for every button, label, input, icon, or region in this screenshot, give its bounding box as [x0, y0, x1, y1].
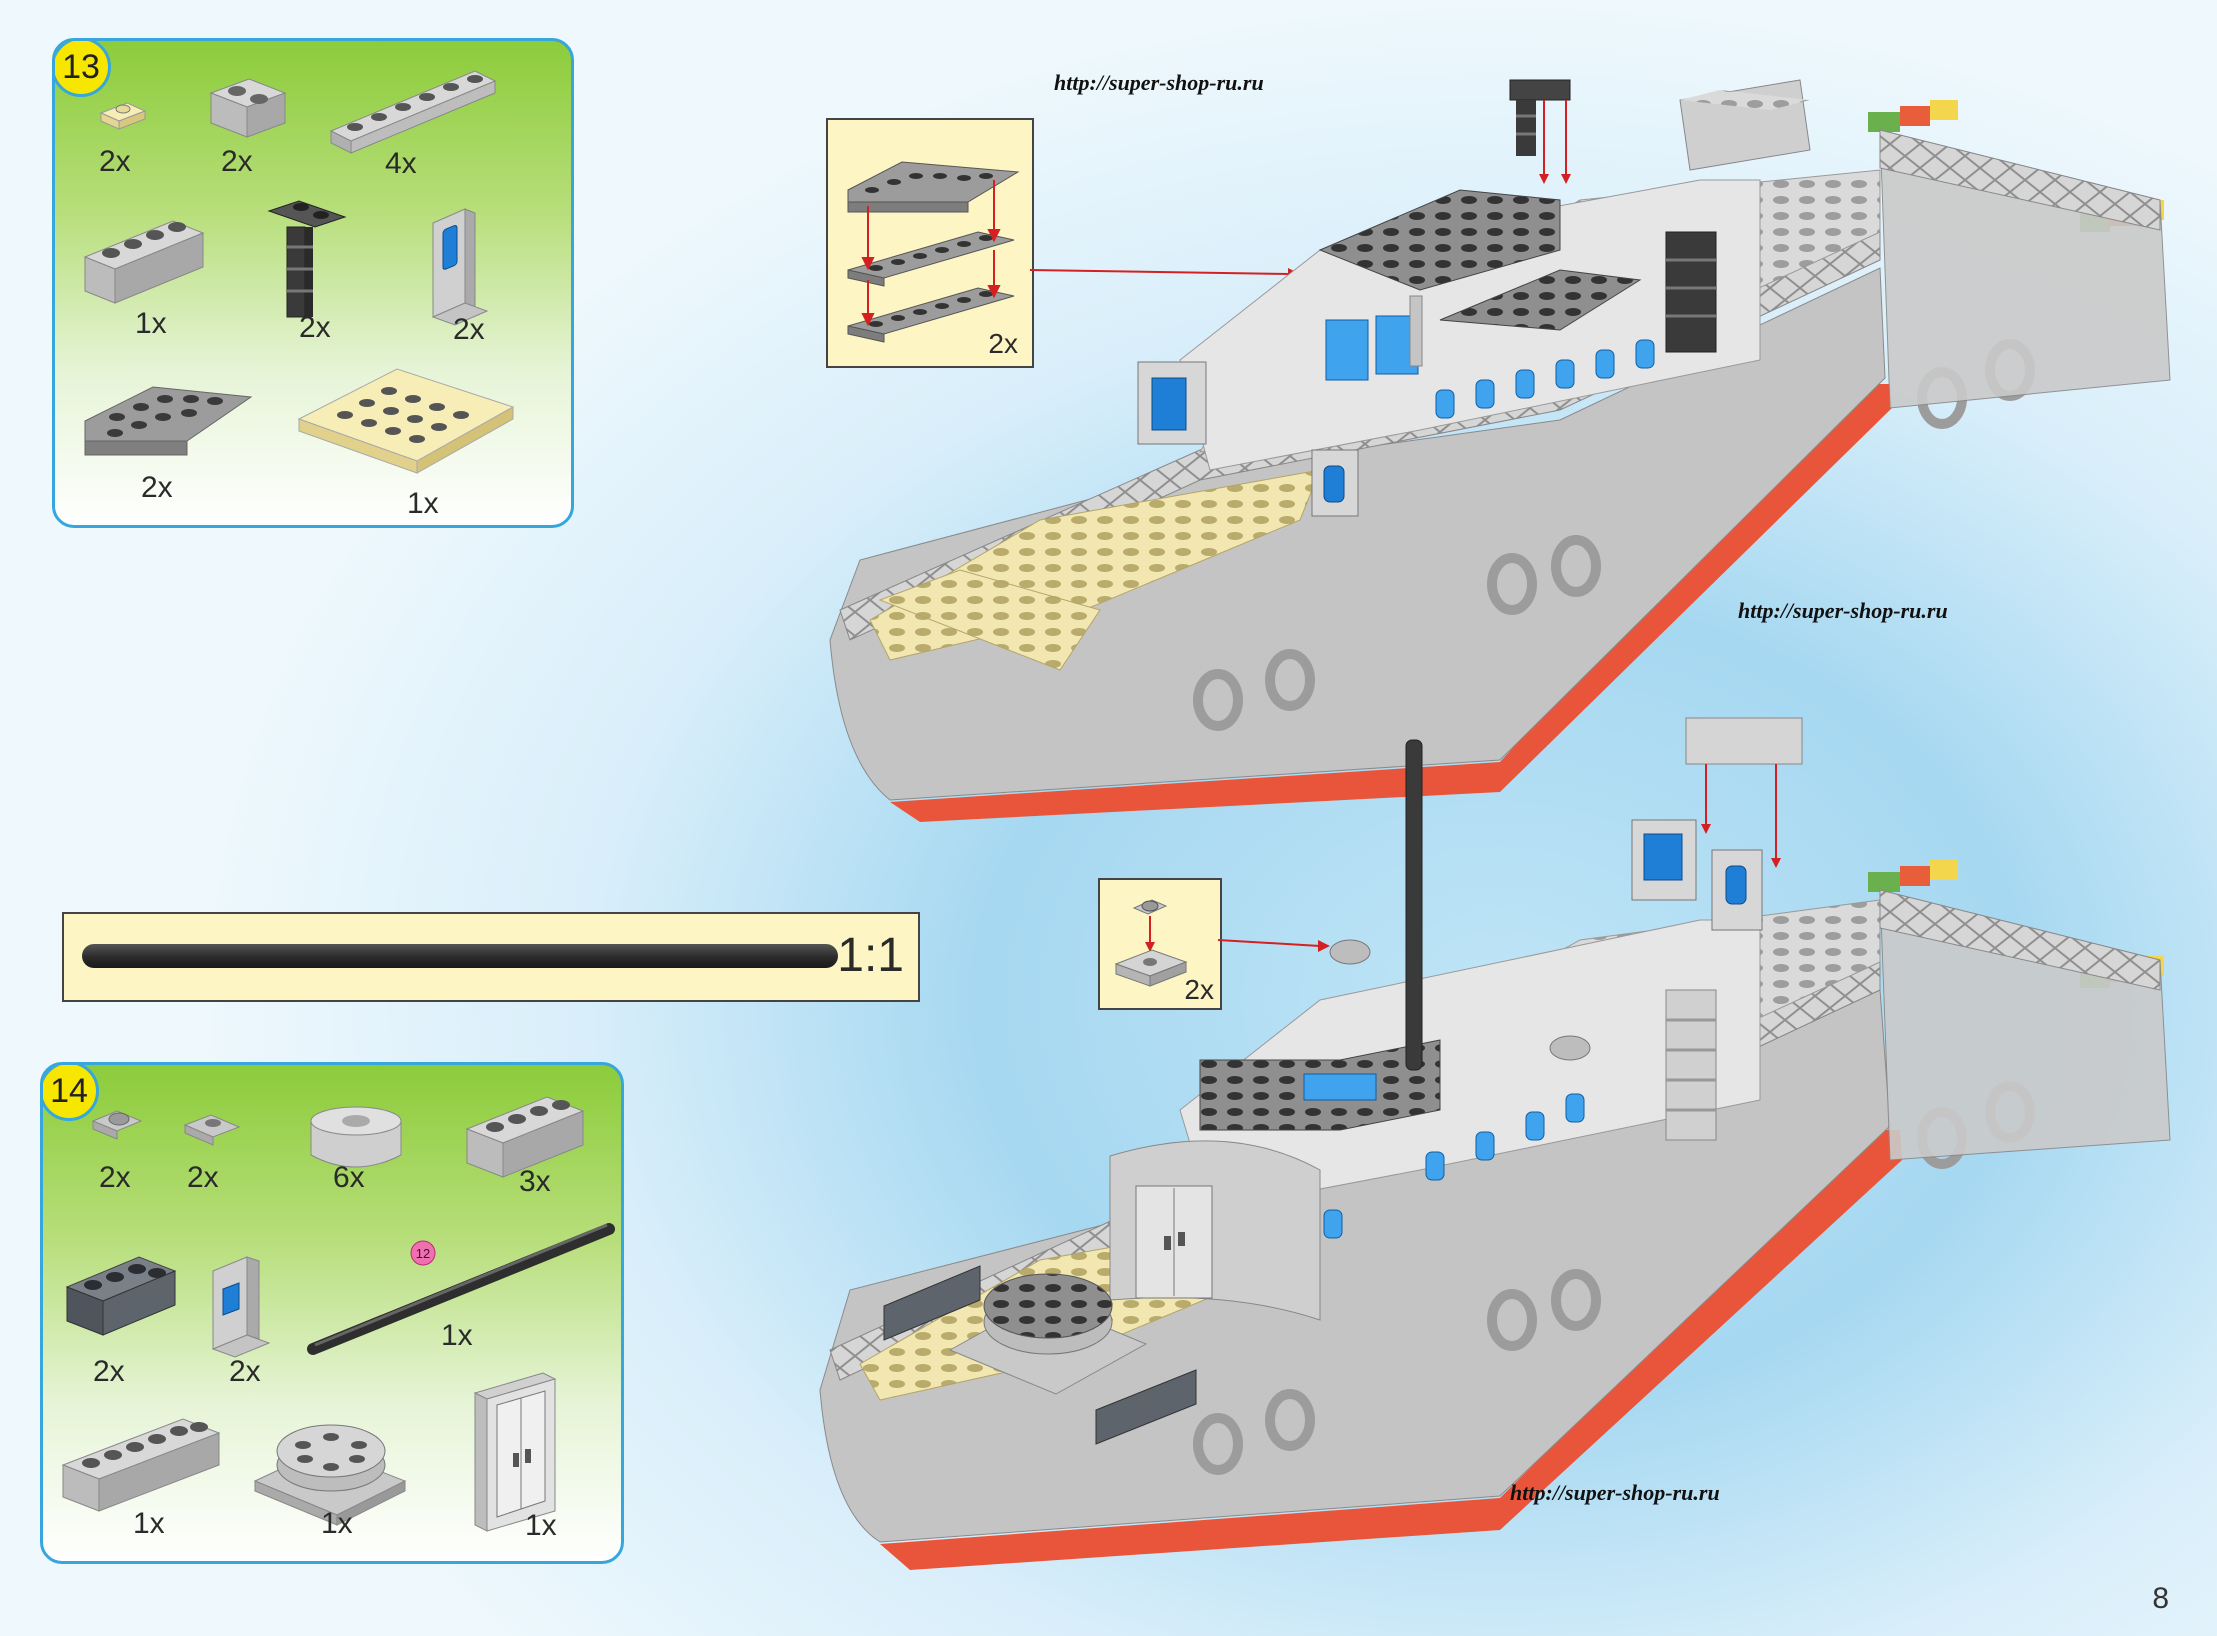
part-grey-1x4-brick: [83, 220, 205, 304]
step-13-qty-2: 2x: [221, 145, 253, 178]
page-number: 8: [2152, 1582, 2169, 1615]
step-14-qty-5: 2x: [93, 1355, 125, 1388]
step-14-qty-2: 2x: [187, 1161, 219, 1194]
upper-ship-side-ladder: [1665, 231, 1717, 353]
step-14-qty-4: 3x: [519, 1165, 551, 1198]
watermark-url-top: http://super-shop-ru.ru: [1054, 70, 1264, 95]
callout-middle-plate: [847, 231, 1015, 287]
lower-ship-dark-brick-1: [883, 1265, 981, 1341]
part-grey-wedge-plate: [84, 386, 253, 456]
step-13-parts-art: [83, 70, 515, 474]
part-window-panel-b: [211, 1256, 271, 1358]
lower-ship: [819, 717, 2171, 1570]
part-number-marker: [410, 1240, 436, 1266]
step-14-panel: 12 14 2x 2x 6x 3x 2x: [40, 1062, 624, 1564]
step-13-qty-1: 2x: [99, 145, 131, 178]
part-door: [473, 1372, 557, 1532]
part-clip-1: [91, 1110, 143, 1140]
upper-ship: [829, 79, 2171, 822]
watermark-url-bottom: http://super-shop-ru.ru: [1510, 1480, 1720, 1505]
lower-ship-window-frame-1: [1631, 819, 1697, 901]
lower-subassembly-callout: 2x: [1098, 878, 1222, 1010]
watermark-url-middle: http://super-shop-ru.ru: [1738, 598, 1948, 623]
upper-callout-art: [847, 161, 1020, 343]
callout-tile: [1114, 949, 1188, 987]
lower-ship-clip-2: [1549, 1035, 1591, 1061]
upper-ship-ladder: [1509, 79, 1571, 184]
part-number-marker-text: 12: [416, 1246, 430, 1261]
part-turntable: [253, 1424, 407, 1526]
callout-wedge-plate: [847, 161, 1020, 213]
lower-callout-art: [1114, 899, 1188, 987]
scale-reference-box: 1:1: [62, 912, 920, 1002]
scale-rod: [82, 944, 838, 968]
step-14-qty-3: 6x: [333, 1161, 365, 1194]
step-14-badge: 14: [43, 1065, 99, 1121]
upper-subassembly-callout: 2x: [826, 118, 1034, 368]
step-14-qty-1: 2x: [99, 1161, 131, 1194]
step-13-qty-5: 2x: [299, 311, 331, 344]
step-14-qty-7: 1x: [441, 1319, 473, 1352]
part-grey-1x6-plate: [329, 70, 497, 154]
lower-ship-window-frame-2: [1711, 849, 1763, 931]
part-round-brick: [310, 1106, 402, 1168]
step-13-qty-7: 2x: [141, 471, 173, 504]
callout-assembly-arrows: [861, 180, 1001, 327]
part-tan-1x1-plate: [99, 102, 147, 130]
step-14-qty-10: 1x: [525, 1509, 557, 1542]
part-dark-1x4-brick: [65, 1256, 177, 1336]
step-14-qty-6: 2x: [229, 1355, 261, 1388]
part-grey-1x2-brick: [209, 78, 287, 138]
upper-ship-window-frame-1: [1137, 361, 1207, 445]
lower-ship-mast: [1405, 739, 1423, 1071]
lower-ship-wheelhouse: [1109, 1140, 1321, 1321]
step-13-panel: 13 2x 2x 4x 1x 2x 2x 2x 1x: [52, 38, 574, 528]
step-14-qty-8: 1x: [133, 1507, 165, 1540]
callout-bottom-plate: [847, 287, 1015, 343]
lower-ship-dark-brick-2: [1095, 1369, 1197, 1445]
part-tan-large-plate: [297, 368, 515, 474]
step-13-qty-6: 2x: [453, 313, 485, 346]
step-13-badge: 13: [55, 41, 111, 97]
lower-connector-arrow: [1217, 939, 1330, 952]
step-14-parts-art: 12: [61, 1096, 615, 1532]
upper-callout-qty: 2x: [988, 328, 1018, 359]
part-window-panel: [431, 208, 489, 326]
step-13-qty-4: 1x: [135, 307, 167, 340]
step-14-qty-9: 1x: [321, 1507, 353, 1540]
lower-ship-turntable: [948, 1273, 1148, 1395]
part-clip-2: [183, 1114, 241, 1146]
step-13-qty-8: 1x: [407, 487, 439, 520]
callout-clip: [1132, 899, 1168, 915]
upper-ship-window-frame-2: [1311, 449, 1359, 517]
upper-connector-arrow: [1029, 268, 1300, 280]
part-dark-ladder: [267, 200, 347, 318]
lower-ship-clip-1: [1329, 939, 1371, 965]
part-grey-1x6-brick: [61, 1418, 221, 1512]
step-13-qty-3: 4x: [385, 147, 417, 180]
scale-label: 1:1: [837, 929, 904, 982]
part-dark-rod: 12: [307, 1223, 615, 1355]
part-grey-1x4-brick-b: [465, 1096, 585, 1178]
lower-ship-top-brick: [1685, 717, 1803, 868]
lower-callout-qty: 2x: [1184, 974, 1214, 1005]
